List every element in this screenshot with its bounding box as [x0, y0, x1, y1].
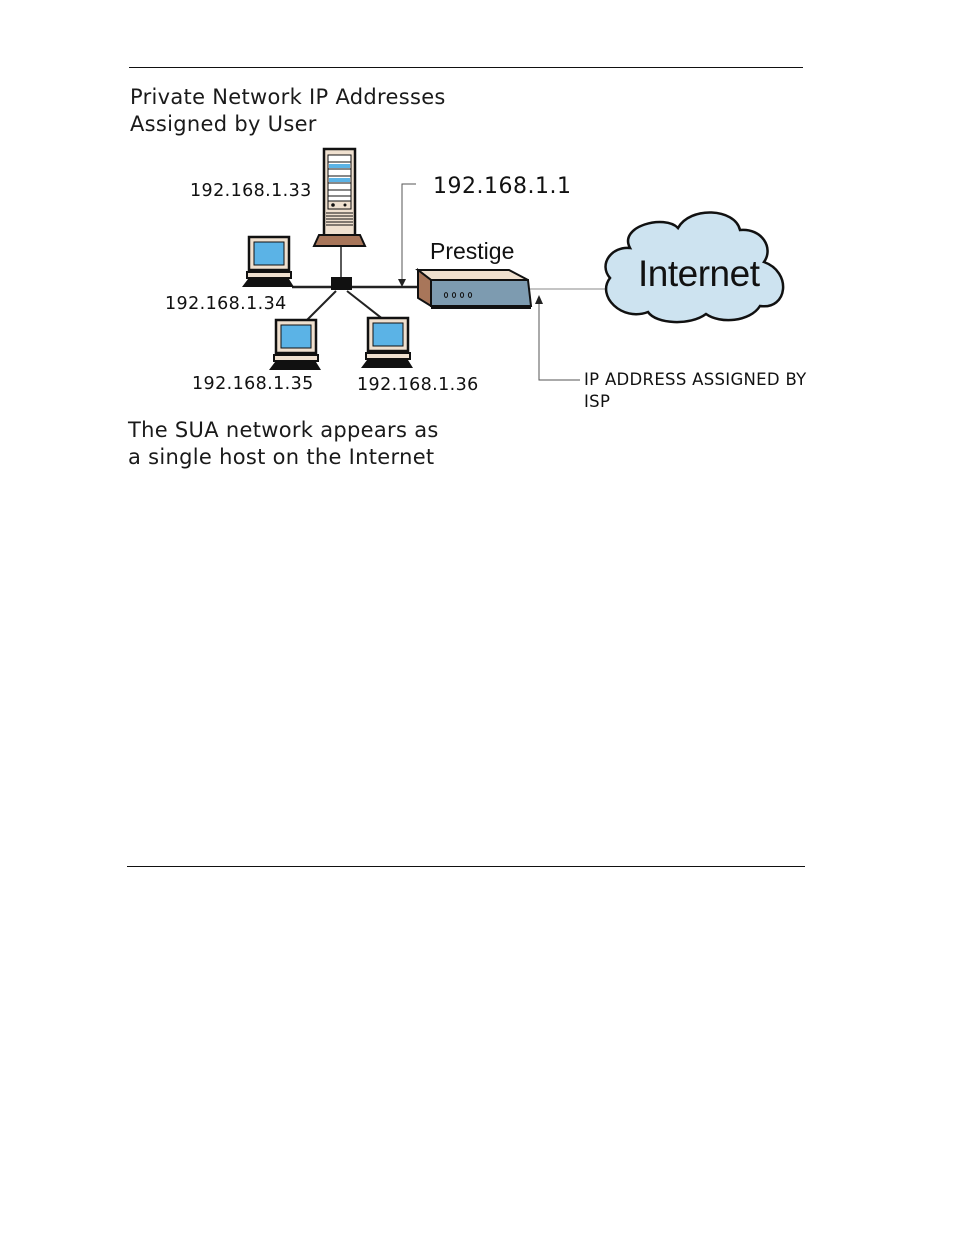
isp-note: IP ADDRESS ASSIGNED BY ISP — [584, 369, 814, 413]
router-label: Prestige — [430, 240, 514, 263]
footer-caption-line-2: a single host on the Internet — [128, 447, 434, 468]
server-icon — [314, 149, 365, 246]
server-ip-label: 192.168.1.33 — [190, 183, 312, 201]
footer-caption-line-1: The SUA network appears as — [128, 420, 439, 441]
hub-switch — [331, 277, 352, 290]
isp-ip-callout — [535, 295, 580, 380]
pc-36-icon — [361, 318, 413, 368]
bottom-rule — [127, 866, 805, 867]
internet-label: Internet — [638, 255, 759, 292]
pc-35-icon — [269, 320, 321, 370]
router-ip-label: 192.168.1.1 — [433, 176, 571, 198]
pc-34-icon — [242, 237, 294, 287]
router-icon — [418, 270, 531, 308]
pc-35-ip-label: 192.168.1.35 — [192, 376, 314, 394]
link-hub-to-pc-36 — [347, 291, 384, 320]
link-hub-to-pc-35 — [307, 291, 336, 320]
router-ip-callout — [398, 184, 416, 287]
pc-34-ip-label: 192.168.1.34 — [165, 296, 287, 314]
pc-36-ip-label: 192.168.1.36 — [357, 377, 479, 395]
